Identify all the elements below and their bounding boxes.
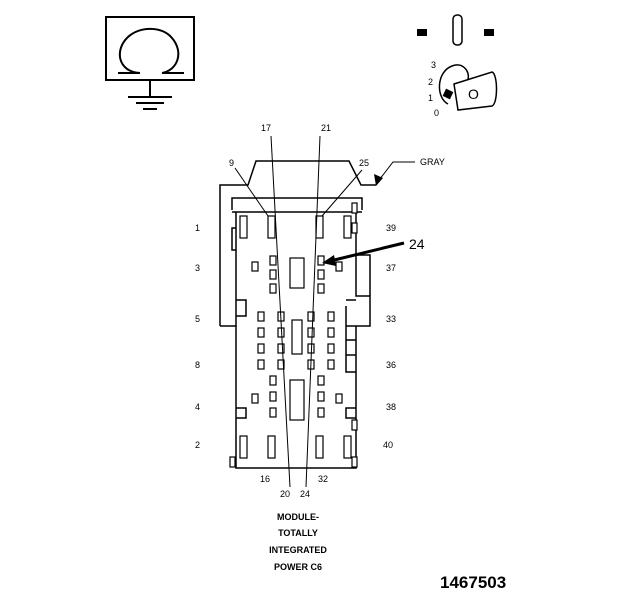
ohmmeter-icon [105,16,195,110]
ignition-key-icon [417,14,498,111]
callout-number: 24 [409,236,425,252]
key-letter: O [468,86,479,102]
caption-line-2: TOTALLY [278,528,318,538]
pin-label-37: 37 [386,263,396,273]
pin-label-32: 32 [318,474,328,484]
key-position-3: 3 [431,60,436,70]
key-position-0: 0 [434,108,439,118]
pin-label-17: 17 [261,123,271,133]
pin-label-5: 5 [195,314,200,324]
pin-label-1: 1 [195,223,200,233]
key-position-1: 1 [428,93,433,103]
pin-label-16: 16 [260,474,270,484]
pin-label-39: 39 [386,223,396,233]
pin-label-24: 24 [300,489,310,499]
key-position-2: 2 [428,77,433,87]
pin-label-40: 40 [383,440,393,450]
figure-number: 1467503 [440,573,506,592]
pin-label-9: 9 [229,158,234,168]
gray-arrow-head [374,174,383,186]
callout-arrow-head [322,255,336,266]
pin-label-21: 21 [321,123,331,133]
terminal-cavities [229,202,358,468]
pin-label-2: 2 [195,440,200,450]
leader-lines [234,135,415,488]
caption-line-3: INTEGRATED [269,545,327,555]
caption-line-4: POWER C6 [274,562,322,572]
wire-color-label: GRAY [420,157,445,167]
pin-label-25: 25 [359,158,369,168]
pin-label-4: 4 [195,402,200,412]
pin-label-3: 3 [195,263,200,273]
pin-label-36: 36 [386,360,396,370]
caption-line-1: MODULE- [277,512,319,522]
callout-arrow [325,241,405,264]
pin-label-38: 38 [386,402,396,412]
pin-label-8: 8 [195,360,200,370]
pin-label-20: 20 [280,489,290,499]
pin-label-33: 33 [386,314,396,324]
